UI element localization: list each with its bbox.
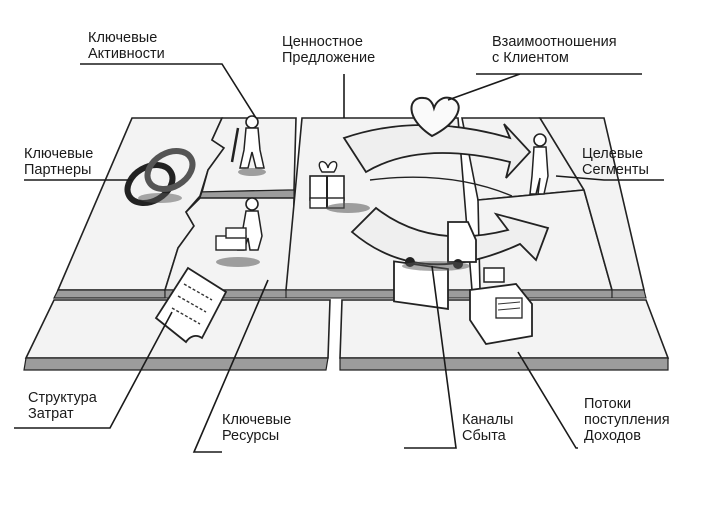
- customer-relationships-line1: Взаимоотношения: [492, 34, 617, 50]
- relationship-arrow: [342, 123, 532, 179]
- gift-box-icon: [309, 161, 370, 213]
- key-activities-label: Ключевые Активности: [88, 30, 165, 62]
- heart-icon: [410, 96, 460, 138]
- key-resources-line1: Ключевые: [222, 412, 292, 428]
- cost-structure-label: Структура Затрат: [28, 390, 97, 422]
- key-partners-label: Ключевые Партнеры: [24, 146, 93, 178]
- rings-icon: [124, 148, 196, 206]
- customer-segments-line2: Сегменты: [582, 162, 649, 178]
- value-proposition-line1: Ценностное: [282, 34, 363, 50]
- revenue-streams-line2: поступления: [584, 412, 670, 428]
- cash-register-icon: [469, 267, 533, 345]
- document-icon: [154, 266, 228, 344]
- key-partners-line2: Партнеры: [24, 162, 92, 178]
- key-resources-line2: Ресурсы: [222, 428, 280, 444]
- channels-line1: Каналы: [462, 412, 514, 428]
- key-resources-label: Ключевые Ресурсы: [222, 412, 291, 444]
- person-with-boxes-icon: [215, 197, 263, 267]
- worker-icon: [230, 115, 266, 176]
- value-proposition-line2: Предложение: [282, 50, 376, 66]
- leader-lines: [14, 63, 664, 453]
- key-activities-line2: Активности: [88, 46, 165, 62]
- revenue-streams-label: Потоки поступления Доходов: [584, 396, 670, 444]
- key-activities-line1: Ключевые: [88, 30, 158, 46]
- channels-line2: Сбыта: [462, 428, 506, 444]
- truck-icon: [393, 221, 477, 310]
- customer-relationships-label: Взаимоотношения с Клиентом: [492, 34, 617, 66]
- customer-segments-label: Целевые Сегменты: [582, 146, 649, 178]
- cost-structure-line1: Структура: [28, 390, 97, 406]
- cost-structure-line2: Затрат: [28, 406, 74, 422]
- customer-relationships-line2: с Клиентом: [492, 50, 569, 66]
- customer-segments-line1: Целевые: [582, 146, 644, 162]
- key-partners-line1: Ключевые: [24, 146, 94, 162]
- revenue-streams-line1: Потоки: [584, 396, 632, 412]
- customer-figure-icon: [529, 133, 549, 195]
- value-proposition-label: Ценностное Предложение: [282, 34, 375, 66]
- revenue-streams-line3: Доходов: [584, 428, 641, 444]
- channels-label: Каналы Сбыта: [462, 412, 513, 444]
